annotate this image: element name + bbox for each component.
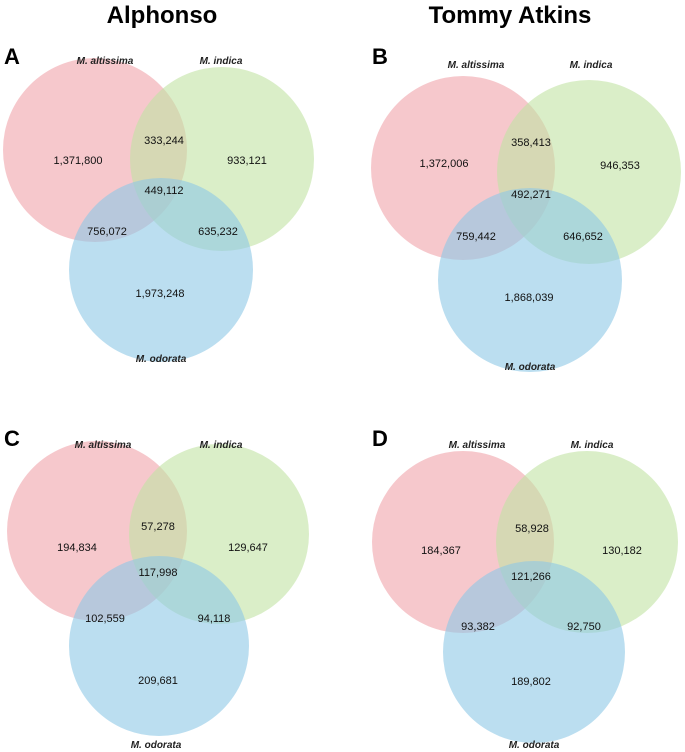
- value-altissima-only: 1,372,006: [420, 158, 469, 170]
- value-indica-odorata: 94,118: [198, 613, 231, 625]
- venn-diagram-a: M. altissima M. indica M. odorata 1,371,…: [3, 56, 314, 365]
- value-altissima-only: 194,834: [57, 542, 97, 554]
- venn-diagram-b: M. altissima M. indica M. odorata 1,372,…: [371, 60, 681, 373]
- value-indica-odorata: 635,232: [198, 226, 238, 238]
- venn-diagram-c: M. altissima M. indica M. odorata 194,83…: [7, 440, 309, 751]
- value-altissima-odorata: 756,072: [87, 226, 127, 238]
- value-altissima-indica: 358,413: [511, 137, 551, 149]
- venn-circles: [371, 76, 681, 372]
- value-all: 449,112: [145, 185, 184, 197]
- value-all: 117,998: [139, 567, 178, 579]
- value-indica-only: 129,647: [228, 542, 268, 554]
- set-label-odorata: M. odorata: [509, 740, 560, 751]
- panel-letter-d: D: [372, 426, 388, 451]
- circle-odorata: [443, 561, 625, 743]
- value-altissima-indica: 57,278: [141, 521, 175, 533]
- value-altissima-indica: 58,928: [515, 523, 549, 535]
- value-indica-only: 933,121: [227, 155, 267, 167]
- venn-circles: [372, 451, 678, 743]
- set-label-altissima: M. altissima: [77, 56, 134, 67]
- value-altissima-indica: 333,244: [144, 135, 184, 147]
- value-odorata-only: 1,973,248: [136, 288, 185, 300]
- value-altissima-odorata: 102,559: [85, 613, 125, 625]
- set-label-altissima: M. altissima: [75, 440, 132, 451]
- set-label-odorata: M. odorata: [131, 740, 182, 751]
- venn-circles: [3, 58, 314, 362]
- value-odorata-only: 1,868,039: [505, 292, 554, 304]
- value-odorata-only: 189,802: [511, 676, 551, 688]
- set-label-indica: M. indica: [571, 440, 614, 451]
- set-label-altissima: M. altissima: [448, 60, 505, 71]
- set-label-indica: M. indica: [570, 60, 613, 71]
- value-all: 121,266: [511, 571, 551, 583]
- value-altissima-odorata: 759,442: [456, 231, 496, 243]
- set-label-indica: M. indica: [200, 440, 243, 451]
- panel-letter-c: C: [4, 426, 20, 451]
- panel-letter-b: B: [372, 44, 388, 69]
- circle-odorata: [69, 178, 253, 362]
- venn-circles: [7, 441, 309, 736]
- value-altissima-only: 184,367: [421, 545, 461, 557]
- value-indica-only: 946,353: [600, 160, 640, 172]
- value-altissima-only: 1,371,800: [54, 155, 103, 167]
- value-indica-only: 130,182: [602, 545, 642, 557]
- value-odorata-only: 209,681: [138, 675, 178, 687]
- set-label-odorata: M. odorata: [505, 362, 556, 373]
- value-all: 492,271: [511, 189, 551, 201]
- panel-letter-a: A: [4, 44, 20, 69]
- set-label-altissima: M. altissima: [449, 440, 506, 451]
- column-title-tommy-atkins: Tommy Atkins: [428, 2, 592, 29]
- column-title-alphonso: Alphonso: [106, 2, 218, 29]
- venn-diagram-d: M. altissima M. indica M. odorata 184,36…: [372, 440, 678, 751]
- circle-odorata: [438, 188, 622, 372]
- circle-odorata: [69, 556, 249, 736]
- value-altissima-odorata: 93,382: [461, 621, 495, 633]
- value-indica-odorata: 646,652: [563, 231, 603, 243]
- value-indica-odorata: 92,750: [567, 621, 601, 633]
- set-label-odorata: M. odorata: [136, 354, 187, 365]
- set-label-indica: M. indica: [200, 56, 243, 67]
